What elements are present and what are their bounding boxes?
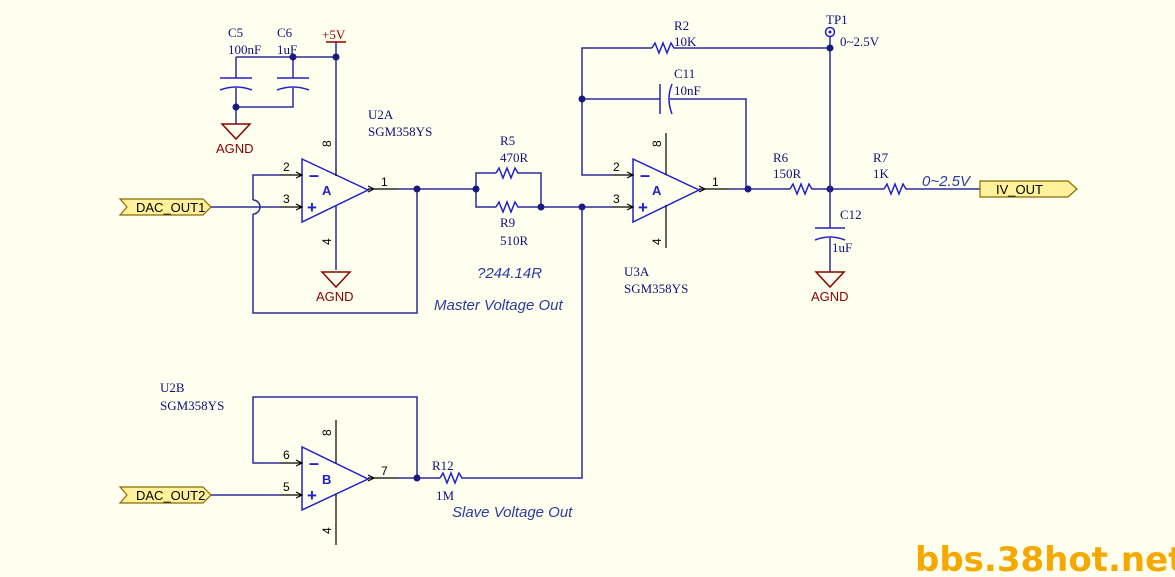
u2b-pin-noninv: 5 [283,480,290,494]
decoupling-network [219,41,346,167]
c11-value: 10nF [674,83,701,98]
r9-value: 510R [500,233,529,248]
u3a-ref: U3A [624,264,650,279]
c6-value: 1uF [277,42,297,57]
agnd-symbol-c5 [220,123,252,141]
agnd-label-c12: AGND [811,289,849,304]
c11-capacitor [659,83,673,115]
agnd-symbol-c12 [814,271,846,289]
c6-ref: C6 [277,25,293,40]
iv-out-label: IV_OUT [996,182,1043,197]
r9-ref: R9 [500,215,515,230]
u2a-pin-noninv: 3 [283,192,290,206]
r6-value: 150R [773,166,802,181]
c5-capacitor [219,77,253,91]
u2b-pin-inv: 6 [283,448,290,462]
c5-value: 100nF [228,42,261,57]
u2b-minus-symbol: – [309,453,319,473]
u2a-unit: A [322,183,332,198]
r2-resistor [651,40,676,56]
r2-ref: R2 [674,18,689,33]
r6-ref: R6 [773,150,789,165]
watermark: bbs.38hot.net [915,540,1175,577]
r7-value: 1K [873,166,890,181]
agnd-label-c5: AGND [216,141,254,156]
u2b-pin-out: 7 [381,464,388,478]
slave-voltage-annotation: Slave Voltage Out [452,504,573,521]
u2b-plus-symbol: + [307,486,317,505]
u2a-ref: U2A [368,107,394,122]
u3a-opamp [612,133,729,248]
u3a-pin-vcc: 8 [650,140,664,147]
c12-ref: C12 [840,207,862,222]
u2b-part: SGM358YS [160,398,224,413]
vcc-label: +5V [322,27,346,42]
r7-resistor [883,181,908,197]
r9-resistor [495,199,520,215]
u2b-opamp [280,420,398,545]
u3a-part: SGM358YS [624,281,688,296]
u2a-part: SGM358YS [368,124,432,139]
dac-out2-label: DAC_OUT2 [136,488,205,503]
u2a-minus-symbol: – [309,165,319,185]
u3a-minus-symbol: – [640,165,650,185]
u2a-pin-gnd: 4 [320,238,334,245]
u2a-pin-out: 1 [381,175,388,189]
u2b-unit: B [322,472,331,487]
u3a-pin-inv: 2 [613,160,620,174]
dac-out1-label: DAC_OUT1 [136,200,205,215]
r5-ref: R5 [500,133,515,148]
u2a-pin-vcc: 8 [320,140,334,147]
r5-resistor [495,165,520,181]
c11-ref: C11 [674,66,695,81]
parallel-annotation: ?244.14R [477,265,542,282]
r5-value: 470R [500,150,529,165]
u3a-pin-gnd: 4 [650,238,664,245]
r7-ref: R7 [873,150,889,165]
u3a-pin-noninv: 3 [613,192,620,206]
c12-value: 1uF [832,240,852,255]
agnd-symbol-u2a [320,271,352,289]
r6-resistor [789,181,814,197]
u2a-plus-symbol: + [307,198,317,217]
u3a-plus-symbol: + [638,198,648,217]
tp1-range: 0~2.5V [840,34,880,49]
iv-out-port [979,180,1078,198]
tp1-testpoint [824,26,836,38]
dac-out1-port [118,198,212,216]
u3a-pin-out: 1 [712,175,719,189]
u2a-opamp [280,157,398,270]
u3a-unit: A [652,183,662,198]
u2a-pin-inv: 2 [283,160,290,174]
u2b-pin-vcc: 8 [320,429,334,436]
c12-capacitor [814,227,846,241]
u2b-ref: U2B [160,380,185,395]
r12-resistor [439,470,464,486]
c6-capacitor [276,77,310,91]
u2b-pin-gnd: 4 [320,527,334,534]
dac-out2-port [118,486,212,504]
c5-ref: C5 [228,25,243,40]
out-range-annotation: 0~2.5V [922,173,972,190]
agnd-label-u2a: AGND [316,289,354,304]
r2-value: 10K [674,34,697,49]
master-voltage-annotation: Master Voltage Out [434,297,564,314]
tp1-ref: TP1 [826,12,848,27]
r12-ref: R12 [432,458,454,473]
r12-value: 1M [436,488,455,503]
